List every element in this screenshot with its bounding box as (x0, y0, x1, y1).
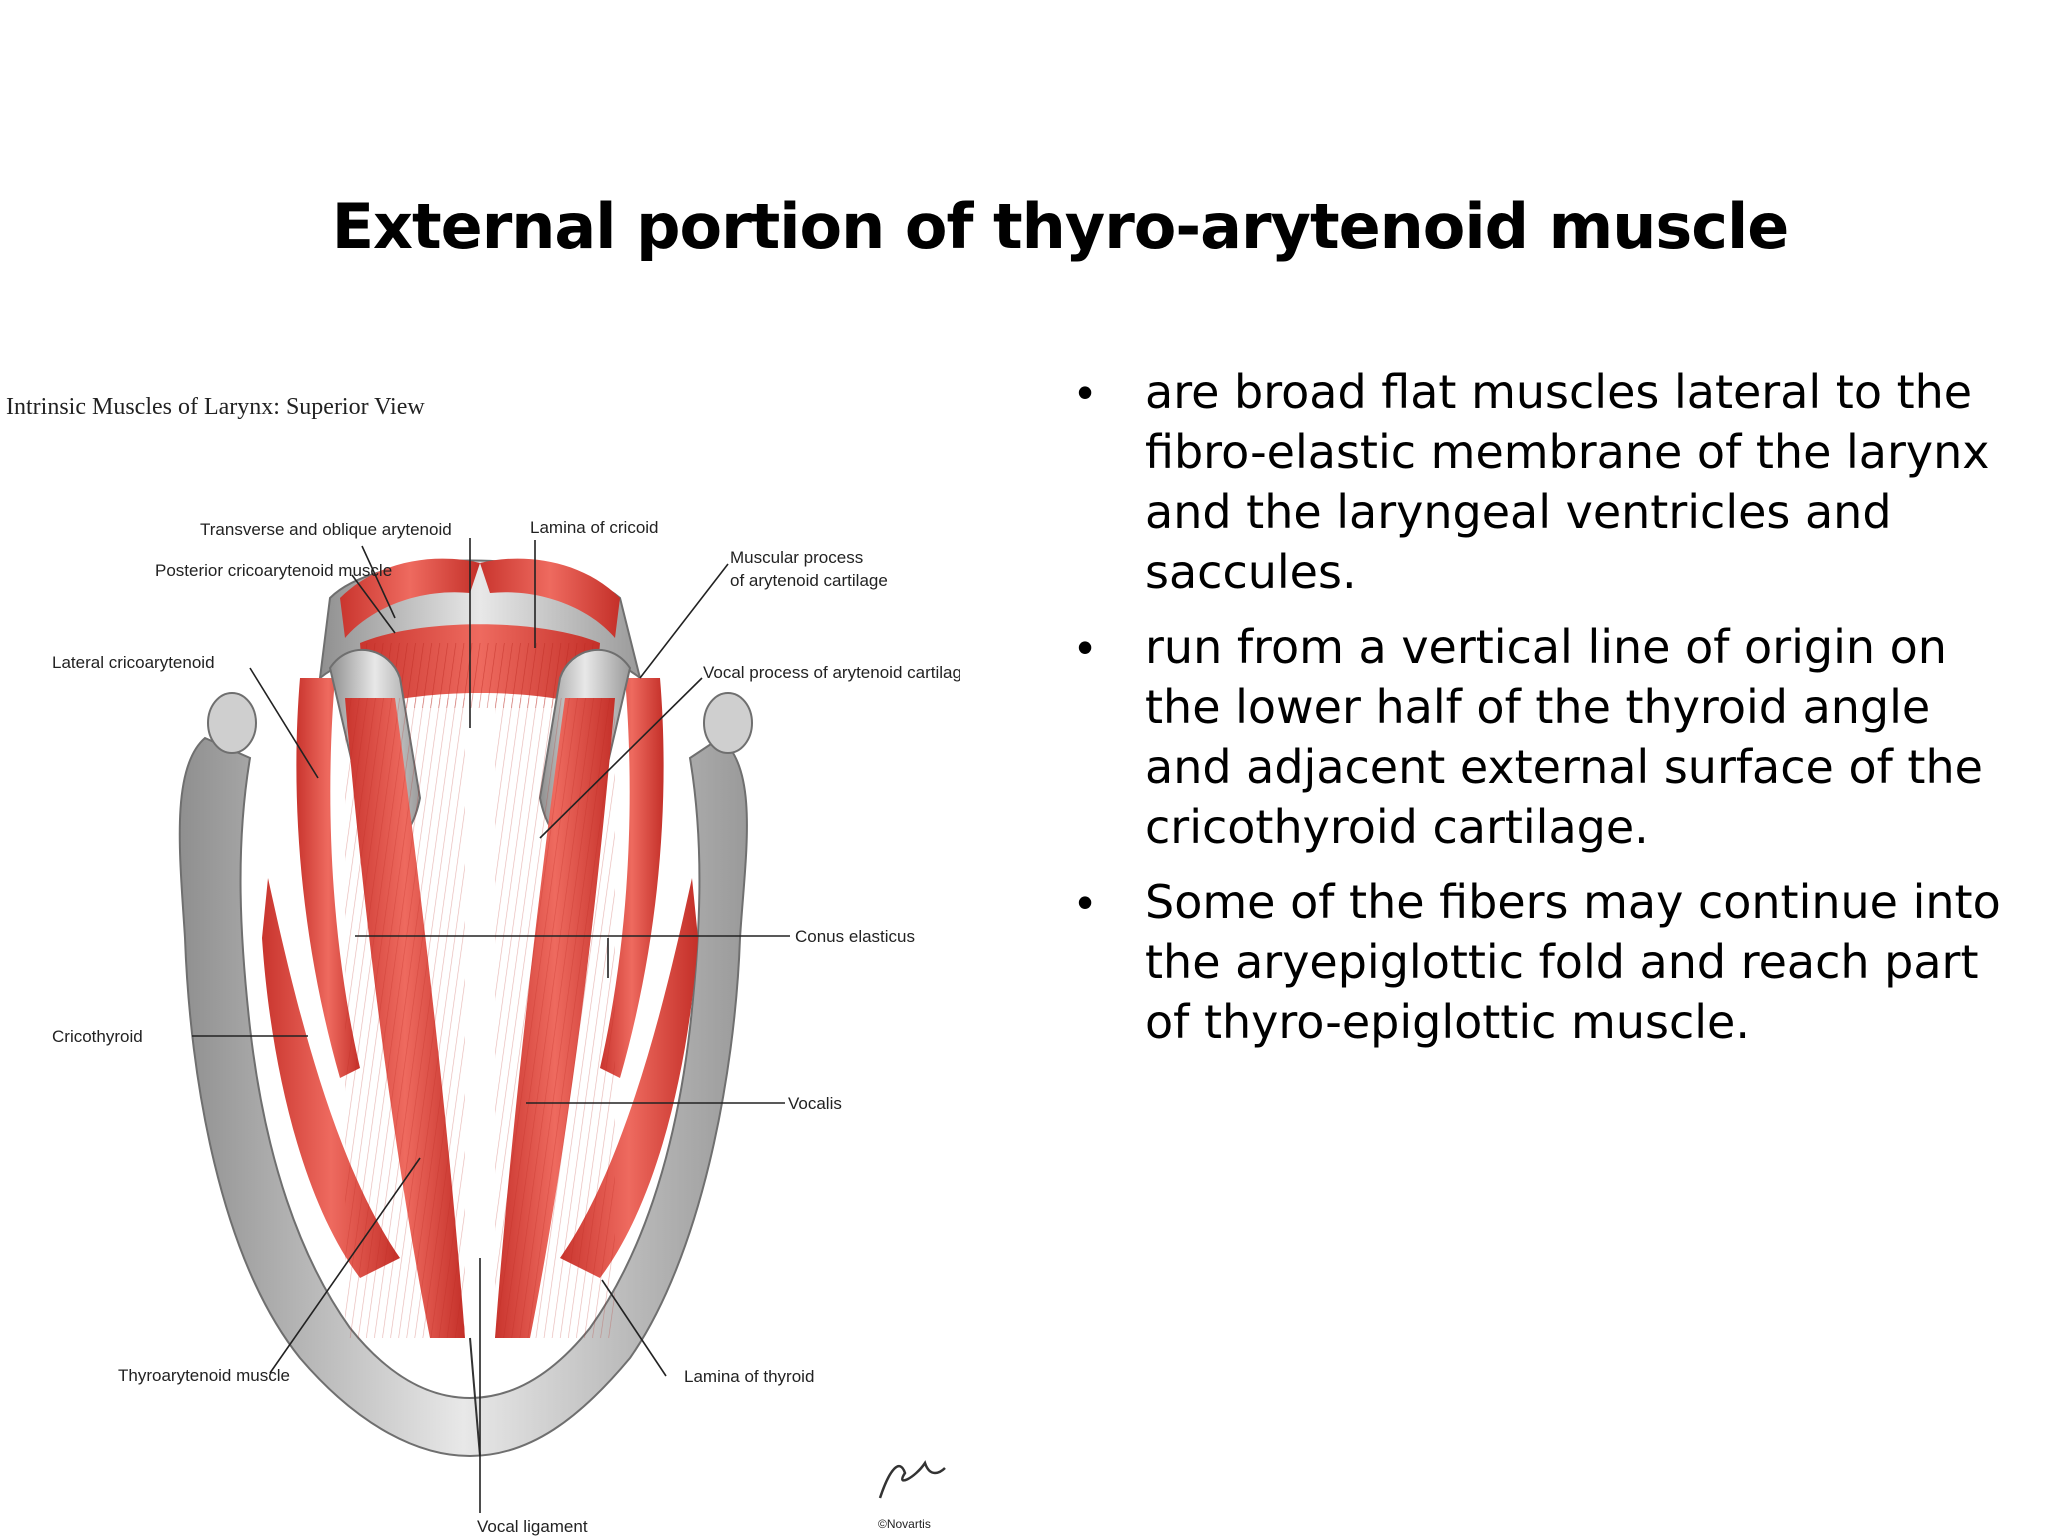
bullet-item: • are broad flat muscles lateral to the f… (1065, 362, 2025, 602)
bullet-item: • Some of the fibers may continue into th… (1065, 872, 2025, 1052)
label-muscular-process-line2: of arytenoid cartilage (730, 571, 888, 590)
label-vocal-process: Vocal process of arytenoid cartilage (703, 663, 960, 682)
label-lateral-cricoarytenoid: Lateral cricoarytenoid (52, 653, 215, 672)
leader-lines (192, 538, 790, 1513)
bullet-item: • run from a vertical line of origin on t… (1065, 617, 2025, 857)
lateral-cricoarytenoid-left (296, 678, 360, 1078)
posterior-cricoarytenoid-left (340, 558, 480, 638)
thyroid-horn-left (207, 692, 257, 754)
label-muscular-process-line1: Muscular process (730, 548, 863, 567)
credit-text: ©Novartis (878, 1517, 931, 1531)
artist-signature (878, 1460, 946, 1499)
figure-title: Intrinsic Muscles of Larynx: Superior Vi… (6, 394, 425, 420)
larynx-illustration: Intrinsic Muscles of Larynx: Superior Vi… (0, 378, 960, 1536)
vocal-ligament (469, 1337, 481, 1457)
label-conus-elasticus: Conus elasticus (795, 927, 915, 946)
bullet-marker: • (1076, 621, 1094, 673)
posterior-cricoarytenoid-right (480, 558, 620, 638)
bullet-text: run from a vertical line of origin on th… (1145, 620, 1983, 854)
bullet-list: • are broad flat muscles lateral to the f… (1065, 362, 2025, 1067)
label-lamina-of-cricoid: Lamina of cricoid (530, 518, 659, 537)
bullet-marker: • (1076, 366, 1094, 418)
label-lamina-of-thyroid: Lamina of thyroid (684, 1367, 814, 1386)
label-vocal-ligament: Vocal ligament (477, 1517, 588, 1536)
label-cricothyroid: Cricothyroid (52, 1027, 143, 1046)
thyroid-horn-right (703, 692, 753, 754)
lateral-cricoarytenoid-right (600, 678, 664, 1078)
label-posterior-cricoarytenoid: Posterior cricoarytenoid muscle (155, 561, 392, 580)
larynx-drawing: Intrinsic Muscles of Larynx: Superior Vi… (6, 394, 960, 1536)
bullet-text: Some of the fibers may continue into the… (1145, 875, 2001, 1049)
label-transverse-oblique-arytenoid: Transverse and oblique arytenoid (200, 520, 452, 539)
slide-title: External portion of thyro-arytenoid musc… (331, 190, 1790, 263)
bullet-marker: • (1076, 876, 1094, 928)
label-vocalis: Vocalis (788, 1094, 842, 1113)
label-thyroarytenoid-muscle: Thyroarytenoid muscle (118, 1366, 290, 1385)
bullet-text: are broad flat muscles lateral to the fi… (1145, 365, 1990, 599)
